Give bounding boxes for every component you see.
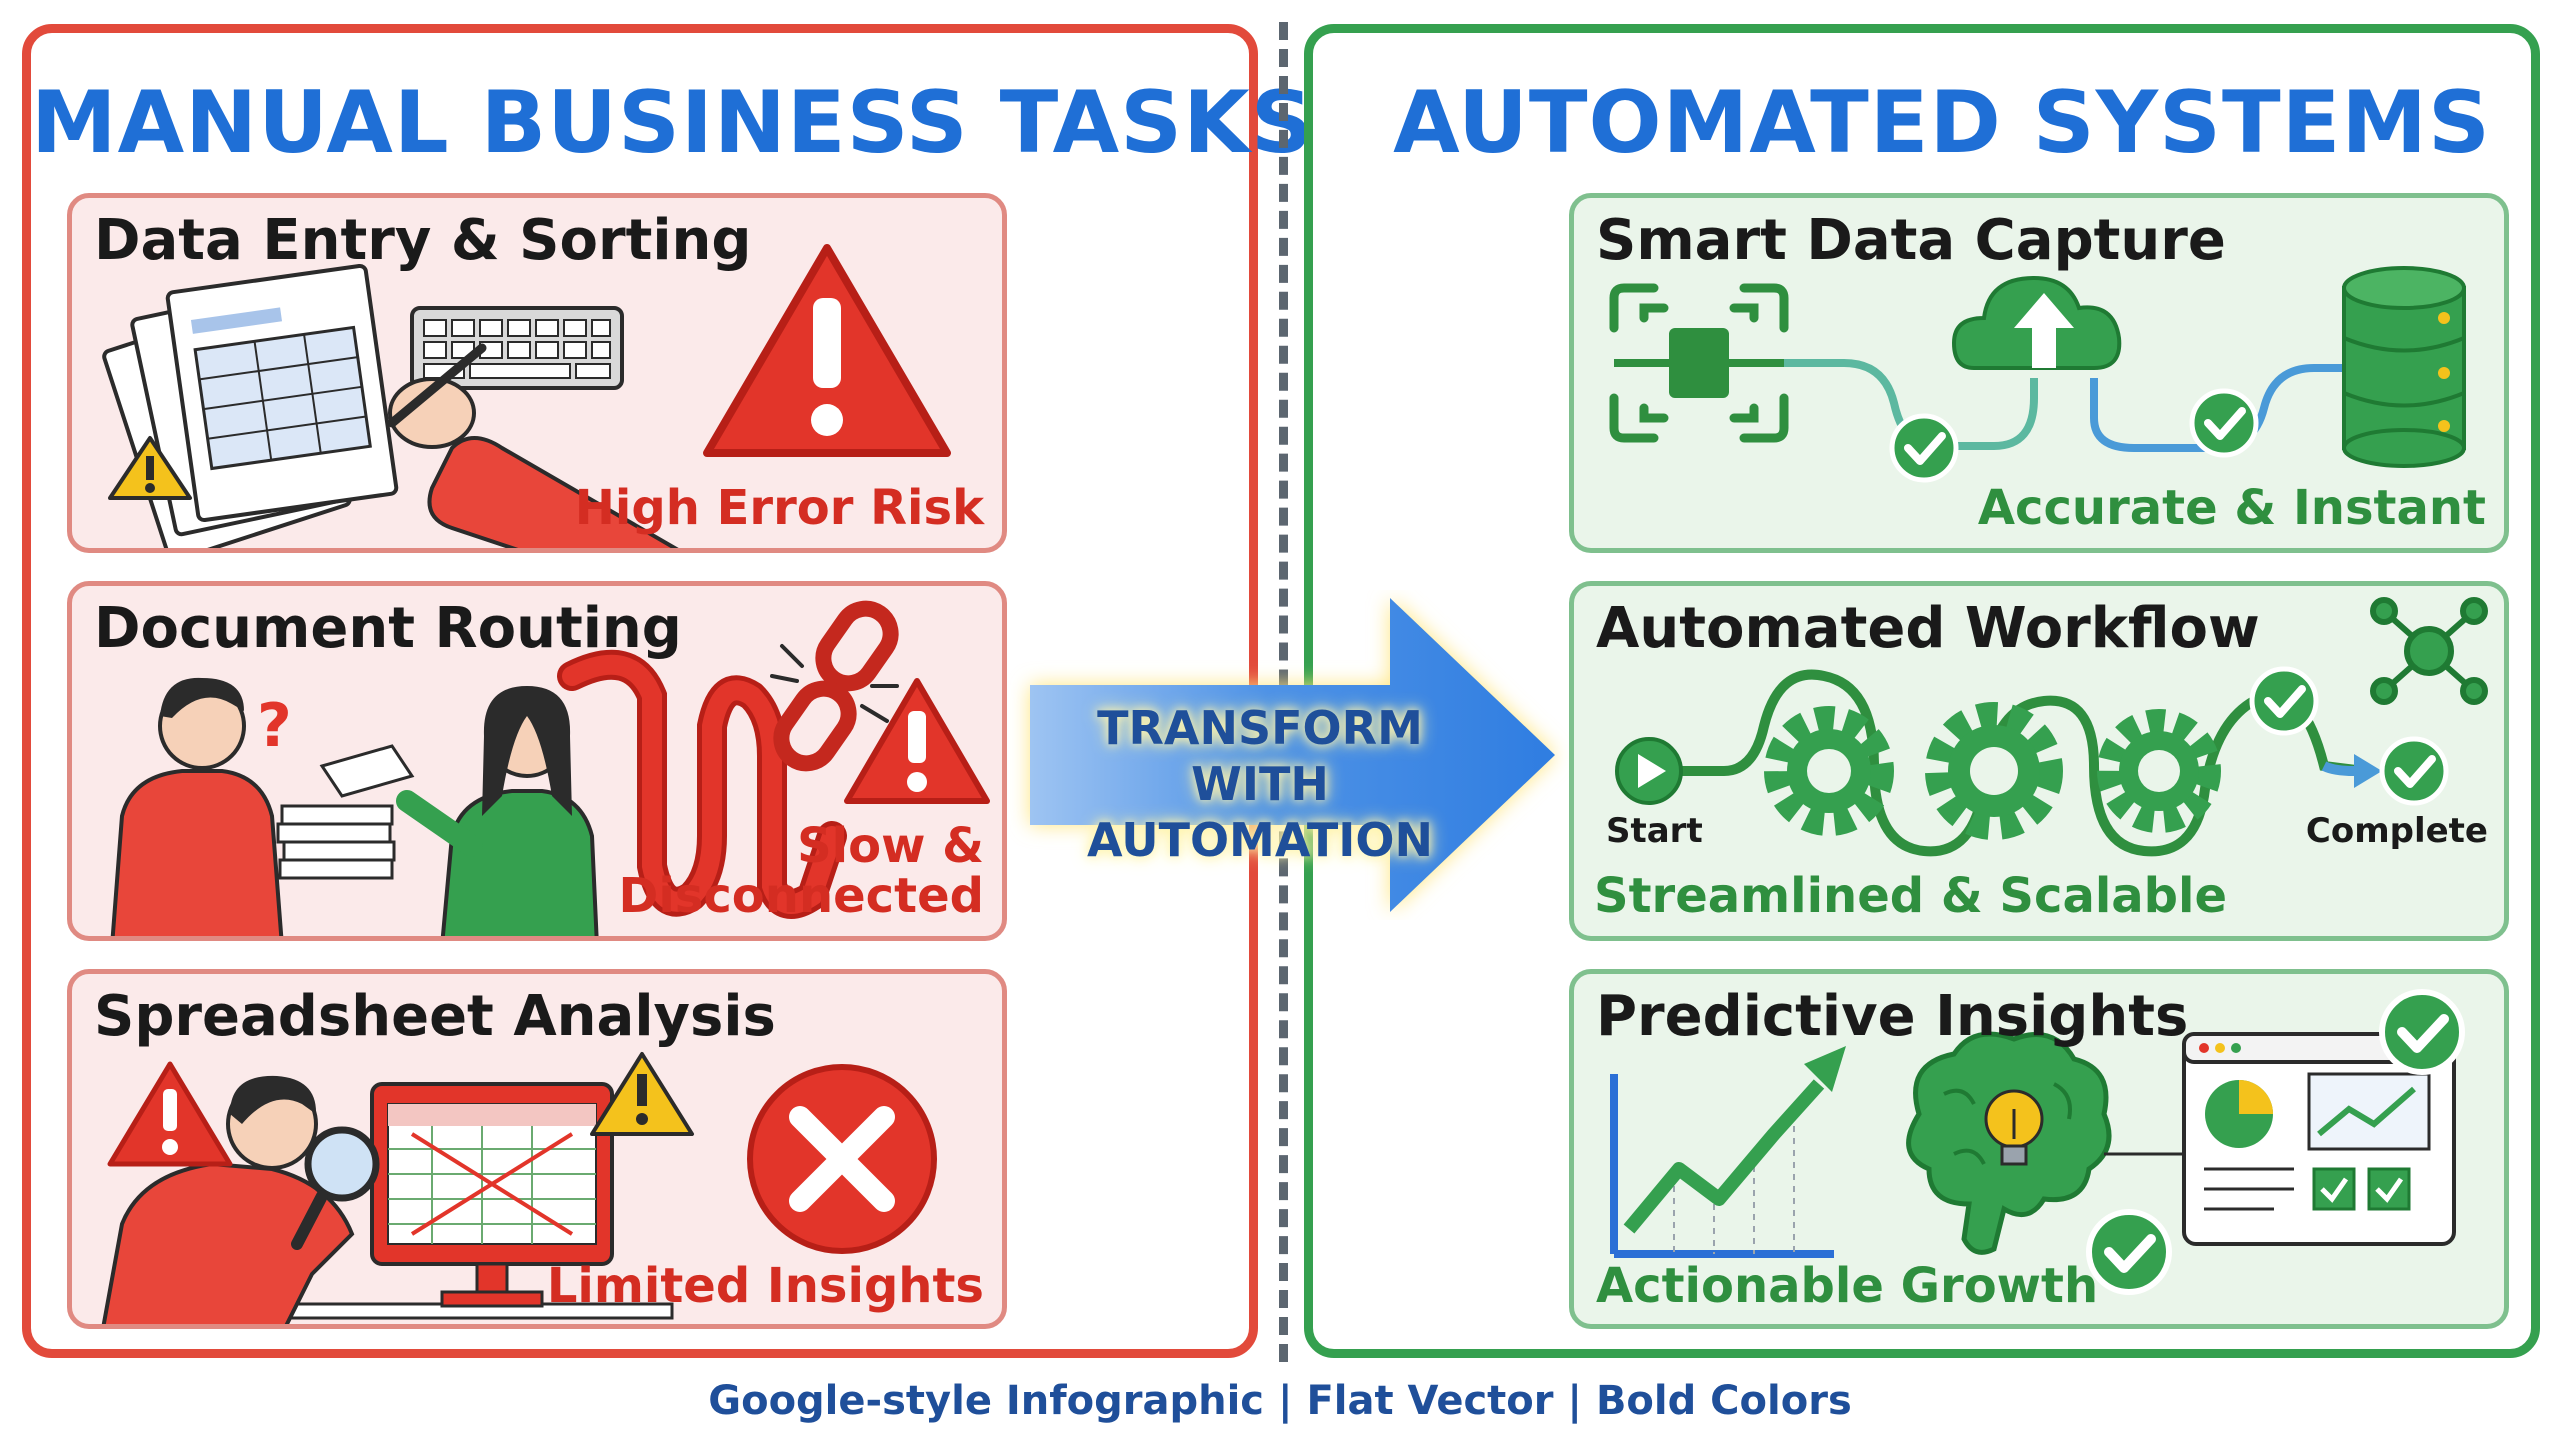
broken-link-icon — [773, 600, 899, 772]
arrow-label-line1: TRANSFORM WITH — [1097, 701, 1423, 811]
small-warning-icon — [108, 436, 192, 500]
card-caption-line1: Slow & — [797, 818, 984, 874]
card-title: Predictive Insights — [1596, 984, 2189, 1049]
data-capture-illustration — [1609, 266, 2466, 483]
card-caption-line2: Disconnected — [618, 868, 984, 924]
person-woman-icon — [396, 686, 599, 936]
magnifier-icon — [291, 1126, 380, 1250]
workflow-complete-label: Complete — [2305, 811, 2488, 851]
card-spreadsheet-analysis: Spreadsheet Analysis Limited Insights — [67, 969, 1007, 1329]
card-caption: Actionable Growth — [1596, 1258, 2099, 1314]
check-circle-icon — [2086, 1209, 2172, 1295]
workflow-start-label: Start — [1606, 811, 1703, 851]
network-icon — [2370, 597, 2488, 705]
warning-triangle-icon — [107, 1061, 233, 1167]
small-warning-icon — [590, 1052, 694, 1136]
warning-triangle-icon — [703, 244, 951, 457]
card-title: Smart Data Capture — [1596, 208, 2226, 273]
gear-icon — [1925, 702, 2063, 840]
footer-caption: Google-style Infographic | Flat Vector |… — [708, 1378, 1852, 1424]
card-predictive-insights: Predictive Insights Actionable Growth — [1569, 969, 2509, 1329]
card-data-entry: Data Entry & Sorting High Error Risk — [67, 193, 1007, 553]
workflow-illustration — [1615, 597, 2488, 857]
card-caption: Streamlined & Scalable — [1594, 868, 2228, 924]
database-icon — [2342, 266, 2466, 468]
cloud-upload-icon — [1951, 275, 2122, 370]
card-title: Automated Workflow — [1596, 596, 2260, 661]
error-x-icon — [747, 1064, 937, 1254]
person-analyst-icon — [101, 1075, 355, 1324]
arrow-label-line2: AUTOMATION — [1087, 813, 1433, 867]
manual-tasks-title: MANUAL BUSINESS TASKS — [31, 73, 1314, 173]
scan-icon — [1609, 283, 1789, 443]
card-document-routing: ? — [67, 581, 1007, 941]
warning-triangle-icon — [844, 678, 990, 804]
check-circle-icon — [2379, 989, 2465, 1075]
question-icon: ? — [257, 691, 292, 761]
card-caption: High Error Risk — [574, 480, 984, 536]
play-icon — [1615, 737, 1683, 805]
automated-systems-panel: AUTOMATED SYSTEMS — [1304, 24, 2540, 1358]
spreadsheet-illustration — [101, 1052, 937, 1324]
card-title: Spreadsheet Analysis — [94, 984, 776, 1049]
gear-icon — [2097, 709, 2221, 833]
manual-tasks-panel: MANUAL BUSINESS TASKS — [22, 24, 1314, 1358]
paper-stack-icon — [102, 263, 399, 548]
check-circle-icon — [1889, 413, 1959, 483]
automated-systems-title: AUTOMATED SYSTEMS — [1393, 73, 2491, 173]
document-routing-illustration: ? — [110, 600, 990, 936]
card-caption: Limited Insights — [546, 1258, 984, 1314]
card-smart-data-capture: Smart Data Capture Accurate & Instant — [1569, 193, 2509, 553]
predictive-illustration — [1610, 989, 2465, 1295]
card-title: Data Entry & Sorting — [94, 208, 752, 273]
card-automated-workflow: Automated Workflow Start Complete Stream… — [1569, 581, 2509, 941]
transform-arrow-icon — [1030, 598, 1555, 912]
person-confused-icon — [110, 677, 284, 936]
monitor-icon — [370, 1082, 614, 1308]
check-circle-icon — [2189, 388, 2259, 458]
brain-bulb-icon — [1906, 1031, 2112, 1255]
gear-icon — [1764, 706, 1894, 836]
transform-arrow-label: TRANSFORM WITH AUTOMATION — [1030, 700, 1490, 868]
trend-chart-icon — [1610, 1046, 1846, 1258]
check-circle-icon — [2249, 666, 2319, 736]
dashboard-icon — [2182, 1032, 2456, 1246]
check-circle-icon — [2379, 736, 2449, 806]
data-entry-illustration — [102, 244, 951, 548]
card-caption: Accurate & Instant — [1977, 480, 2486, 536]
card-title: Document Routing — [94, 596, 682, 661]
